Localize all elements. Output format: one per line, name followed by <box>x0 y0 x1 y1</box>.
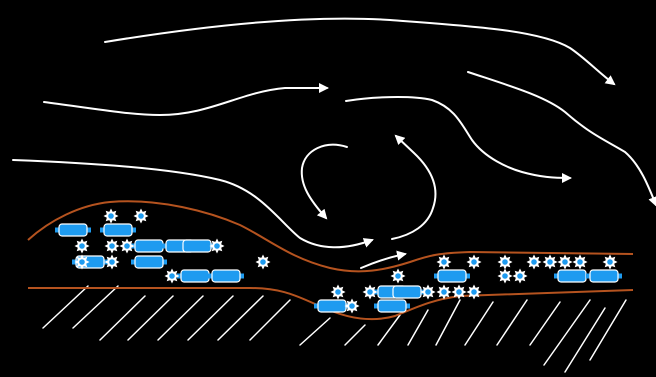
gear-icon <box>466 284 482 300</box>
streamline-lower-long <box>12 159 374 249</box>
ground-hatching <box>42 285 627 373</box>
gear-icon <box>542 254 558 270</box>
ground-hatch-line <box>407 309 429 346</box>
gear-icon <box>362 284 378 300</box>
ground-hatch-line <box>496 299 528 346</box>
gear-icon <box>104 254 120 270</box>
capsule-icon <box>554 269 590 283</box>
boundary-layer <box>27 200 634 321</box>
ground-hatch-line <box>564 307 606 373</box>
capsule-icon <box>208 269 244 283</box>
streamline-middle <box>345 96 572 183</box>
capsule-icon <box>434 269 470 283</box>
streamline-left-upper <box>43 83 329 116</box>
streamline-near-ground <box>360 250 407 269</box>
ground-hatch-line <box>127 295 174 341</box>
ground-hatch-line <box>217 295 264 341</box>
gear-icon <box>104 238 120 254</box>
ground-hatch-line <box>299 317 331 346</box>
capsule-icon <box>100 223 136 237</box>
streamline-eddy-left <box>300 143 348 220</box>
gear-icon <box>420 284 436 300</box>
capsule-icon <box>374 299 410 313</box>
ground-hatch-line <box>42 285 89 329</box>
gear-icon <box>209 238 225 254</box>
gear-icon <box>133 208 149 224</box>
gear-icon <box>526 254 542 270</box>
gear-icon <box>164 268 180 284</box>
gear-icon <box>602 254 618 270</box>
boundary-layer-upper-line <box>27 200 634 273</box>
gear-icon <box>557 254 573 270</box>
gear-icon <box>390 268 406 284</box>
gear-markers <box>74 208 618 314</box>
capsule-icon <box>179 239 215 253</box>
ground-hatch-line <box>72 285 119 329</box>
gear-icon <box>74 238 90 254</box>
capsule-icon <box>131 255 167 269</box>
ground-hatch-line <box>99 295 146 341</box>
streamline-top <box>104 17 616 86</box>
ground-hatch-line <box>377 314 401 346</box>
boundary-layer-lower-line <box>28 287 634 321</box>
capsule-icon <box>55 223 91 237</box>
gear-icon <box>497 268 513 284</box>
gear-icon <box>330 284 346 300</box>
gear-icon <box>451 284 467 300</box>
streamline-upper-right <box>467 71 656 207</box>
ground-hatch-line <box>464 301 494 346</box>
capsule-icon <box>177 269 213 283</box>
ground-hatch-line <box>344 324 366 346</box>
gear-icon <box>436 284 452 300</box>
gear-icon <box>119 238 135 254</box>
gear-icon <box>466 254 482 270</box>
ground-hatch-line <box>435 299 461 346</box>
capsule-markers <box>55 223 622 313</box>
streamline-eddy-right <box>391 134 437 240</box>
gear-icon <box>344 298 360 314</box>
gear-icon <box>497 254 513 270</box>
ground-hatch-line <box>543 299 591 366</box>
gear-icon <box>74 254 90 270</box>
flow-streamlines <box>12 17 656 269</box>
capsule-icon <box>389 285 425 299</box>
ground-hatch-line <box>249 299 291 341</box>
gear-icon <box>103 208 119 224</box>
gear-icon <box>572 254 588 270</box>
gear-icon <box>255 254 271 270</box>
capsule-icon <box>131 239 167 253</box>
capsule-icon <box>586 269 622 283</box>
gear-icon <box>436 254 452 270</box>
ground-hatch-line <box>529 301 561 346</box>
gear-icon <box>512 268 528 284</box>
ground-hatch-line <box>157 295 204 341</box>
ground-hatch-line <box>589 299 627 361</box>
ground-hatch-line <box>187 295 234 341</box>
